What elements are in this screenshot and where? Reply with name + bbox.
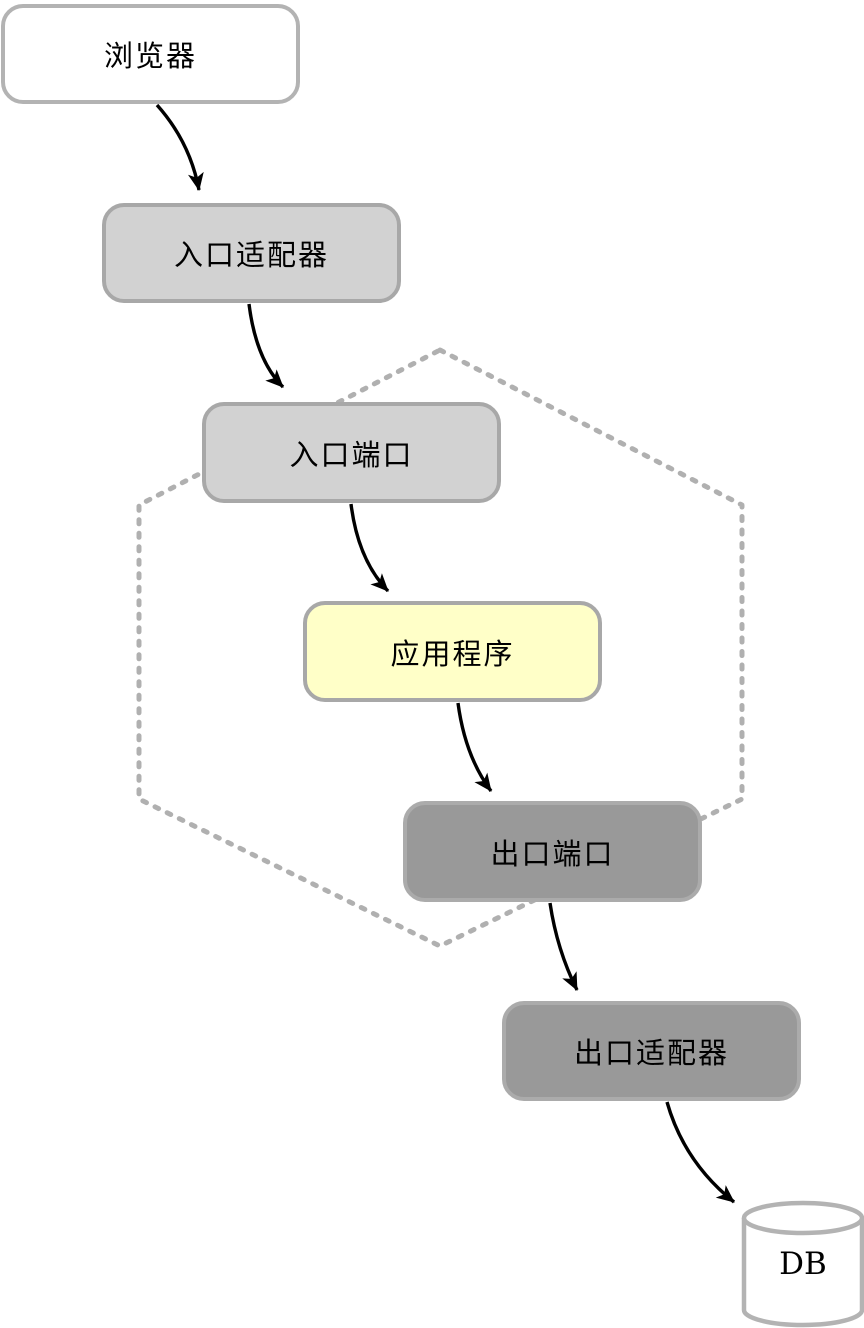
db-cylinder-body — [741, 1218, 864, 1328]
edge-inbound-adapter-to-inbound-port — [247, 303, 285, 389]
edge-browser-to-inbound-adapter — [155, 103, 204, 191]
node-db — [741, 1200, 864, 1328]
node-db-label: DB — [779, 1246, 827, 1282]
edge-inbound-port-to-application — [349, 503, 390, 593]
edge-application-to-outbound-port — [456, 702, 493, 793]
edge-outbound-port-to-outbound-adapter — [548, 902, 579, 991]
edge-outbound-adapter-to-db — [665, 1101, 736, 1204]
hexagon-boundary — [136, 347, 745, 949]
edges — [155, 103, 736, 1204]
db-cylinder-top — [741, 1200, 864, 1236]
